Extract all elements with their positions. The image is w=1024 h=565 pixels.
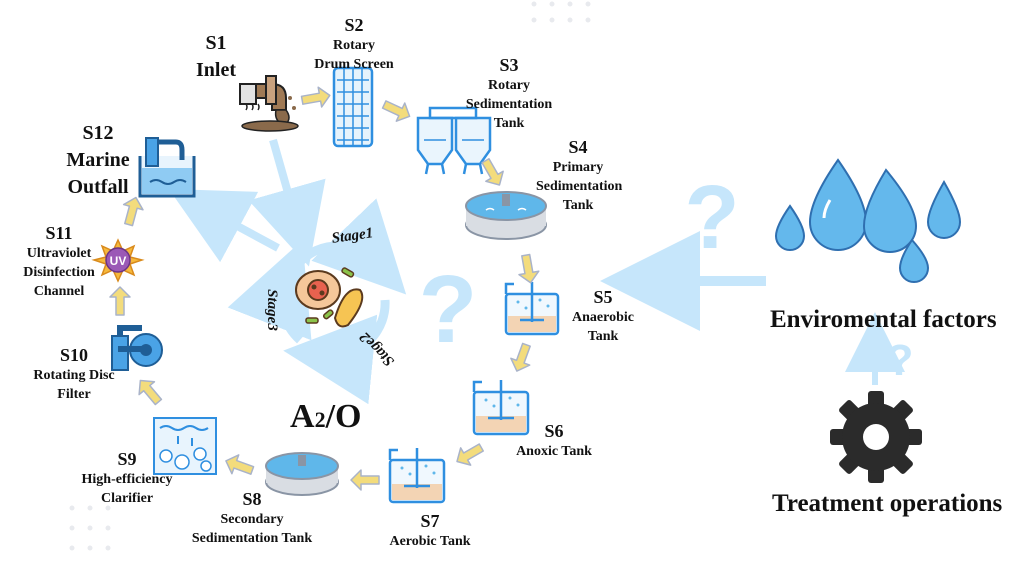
dot-pattern-bottom: [69, 505, 111, 551]
anaerobic-tank-icon: [504, 282, 560, 336]
a2o-subscript: 2: [314, 407, 326, 432]
question-mark-center: ?: [419, 256, 478, 363]
a2o-a: A: [290, 398, 315, 435]
anoxic-tank-icon: [472, 380, 530, 436]
gear-icon: [830, 391, 922, 483]
clarifier-icon: [153, 417, 217, 475]
primary-sedimentation-tank-icon: [465, 191, 547, 240]
inlet-pipe-icon: [239, 75, 299, 132]
stage-cycle: [227, 198, 407, 405]
inlet-to-center-arrow: [248, 138, 326, 267]
marine-outfall-icon: [138, 137, 196, 198]
a2o-suffix: /O: [325, 398, 362, 435]
water-drops-icon: [774, 158, 962, 283]
stage1-label: Stage1: [331, 225, 374, 247]
aerobic-tank-icon: [388, 448, 446, 504]
drum-screen-icon: [332, 66, 374, 148]
dot-pattern-top: [531, 1, 591, 23]
treatment-operations-label: Treatment operations: [772, 490, 1003, 517]
uv-sun-icon: [91, 238, 145, 283]
microbes-icon: [295, 267, 364, 328]
question-mark-small: ?: [887, 336, 914, 385]
uv-badge: UV: [110, 254, 127, 268]
question-mark-right: ?: [685, 168, 740, 268]
stage3-label: Stage3: [264, 289, 280, 331]
rotating-disc-filter-icon: [111, 325, 163, 371]
a2o-title: A2/O: [290, 398, 361, 436]
rotary-sedimentation-tank-icon: [416, 106, 492, 175]
environmental-factors-label: Enviromental factors: [770, 306, 997, 333]
secondary-sedimentation-tank-icon: [265, 452, 339, 496]
center-to-outfall-arrow: [168, 188, 280, 263]
